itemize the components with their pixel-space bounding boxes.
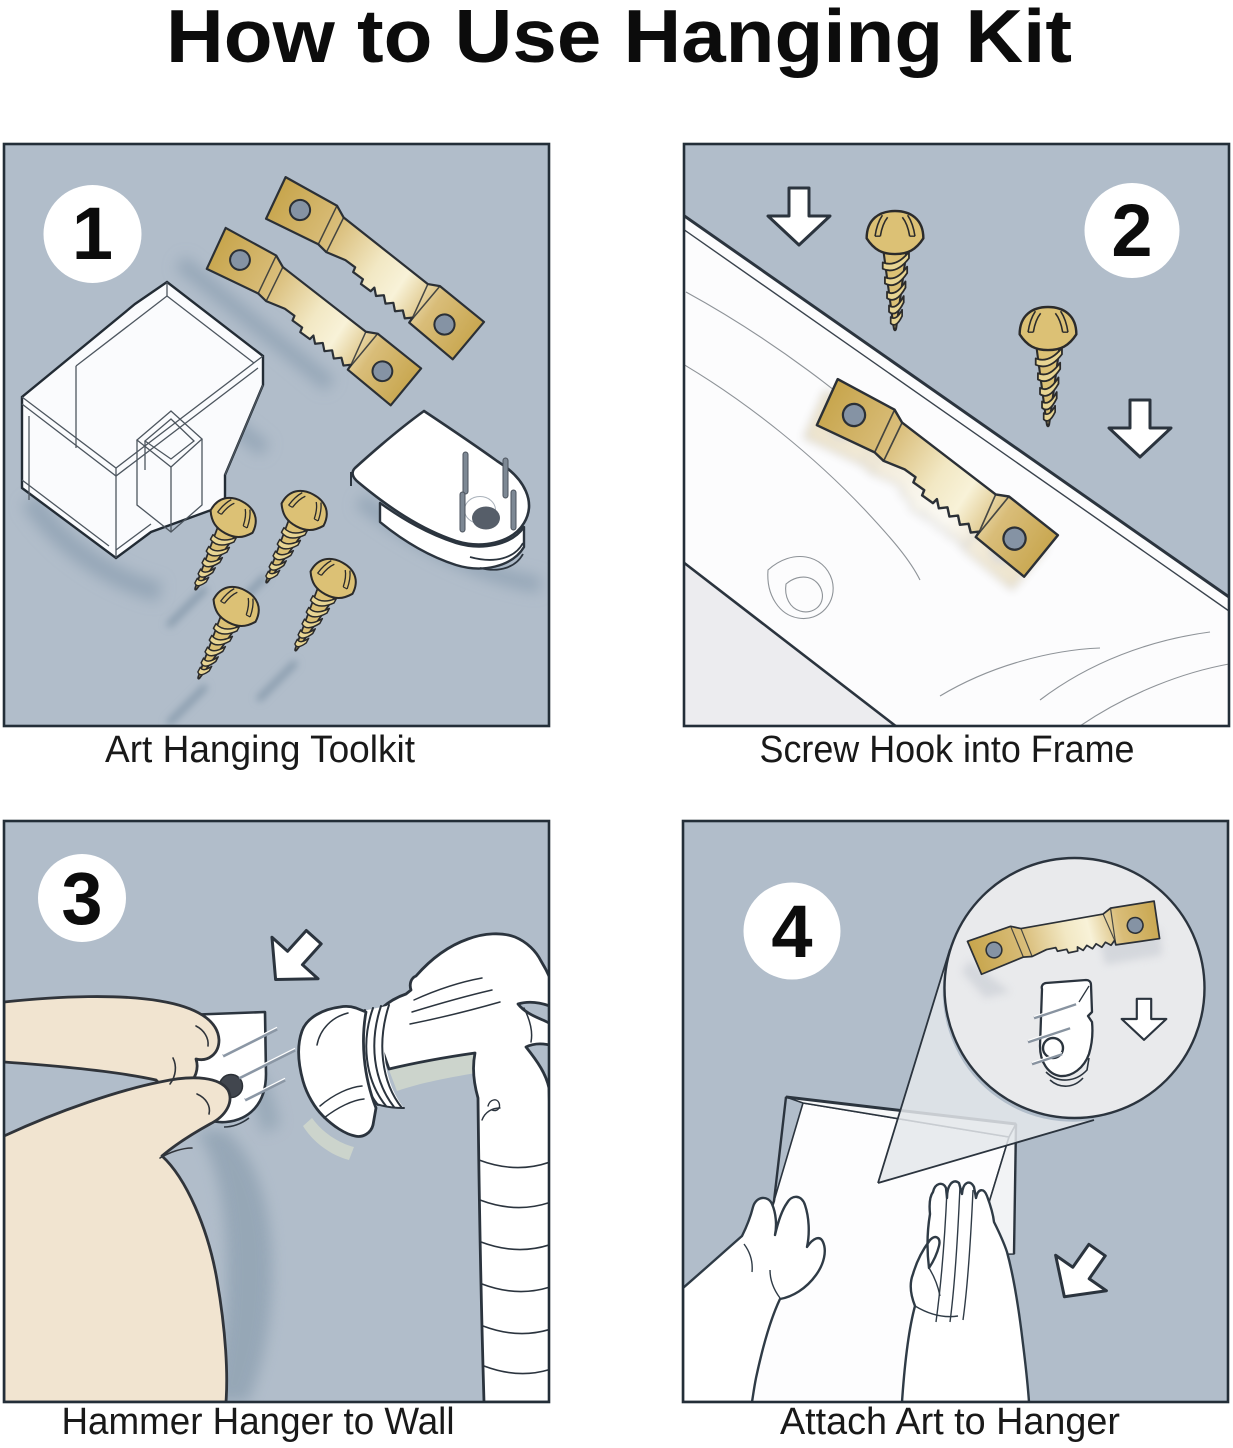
svg-text:1: 1 xyxy=(72,192,113,275)
svg-text:Attach Art to Hanger: Attach Art to Hanger xyxy=(780,1401,1120,1443)
svg-text:Hammer Hanger to Wall: Hammer Hanger to Wall xyxy=(62,1401,455,1443)
svg-text:2: 2 xyxy=(1111,189,1152,272)
svg-text:Screw Hook into Frame: Screw Hook into Frame xyxy=(760,729,1135,771)
svg-text:Art Hanging Toolkit: Art Hanging Toolkit xyxy=(105,729,415,771)
svg-text:4: 4 xyxy=(771,890,812,973)
svg-text:How to Use Hanging Kit: How to Use Hanging Kit xyxy=(166,0,1072,78)
svg-text:3: 3 xyxy=(61,857,102,940)
